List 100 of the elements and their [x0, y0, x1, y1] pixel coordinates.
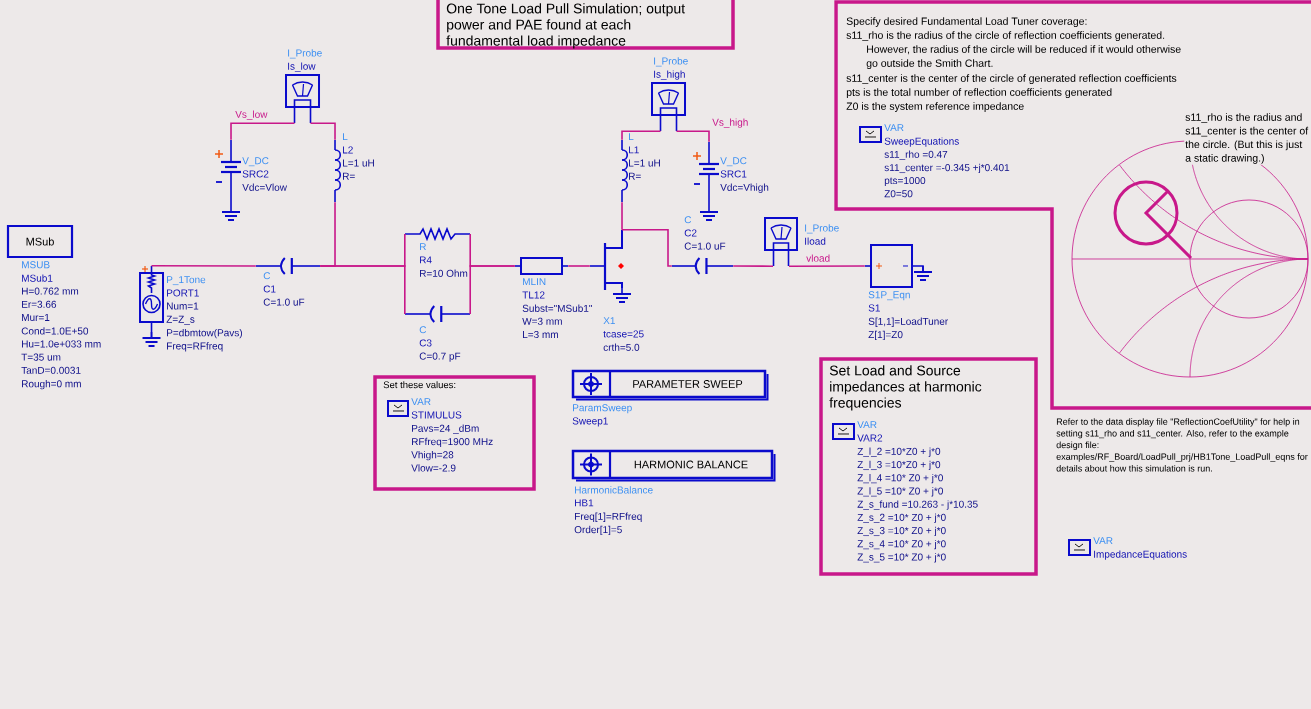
parameter-label: L=1 uH [629, 159, 660, 167]
instance-name-label: C2 [684, 229, 697, 237]
inductor-symbol [334, 139, 342, 203]
wire [150, 265, 257, 267]
parameter-label: Z_s_3 =10* Z0 + j*0 [857, 526, 946, 537]
parameter-label: W=3 mm [522, 317, 562, 325]
capacitor-symbol [404, 305, 471, 323]
component-type-label: I_Probe [805, 224, 839, 234]
equation-icon [1068, 539, 1091, 556]
instance-name-label: tcase=25 [603, 330, 644, 338]
instance-name-label: ImpedanceEquations [1094, 550, 1187, 560]
parameter-label: Freq[1]=RFfreq [575, 512, 642, 522]
parameter-label: Vlow=-2.9 [411, 464, 456, 472]
parameter-label: Z_l_4 =10* Z0 + j*0 [857, 474, 943, 484]
parameter-label: Order[1]=5 [574, 525, 622, 536]
note-text: Refer to the data display file "ReflectionCoefUtility" for help in setting s11_rho and s11_center. Also, refer to the example design file: examples/RF_Board/LoadPull_prj/HB1Tone_LoadPull_eqns for details about how this simulation is run. [1056, 418, 1308, 472]
wire [621, 201, 623, 231]
component-type-label: L [343, 133, 348, 141]
parameter-label: Z_s_5 =10* Z0 + j*0 [857, 553, 946, 563]
parameter-label: s11_center =-0.345 +j*0.401 [884, 163, 1010, 174]
parameter-label: Vdc=Vhigh [720, 183, 769, 193]
component-type-label: C [263, 272, 271, 280]
instance-name-label: SRC2 [242, 170, 269, 178]
parameter-label: T=35 um [21, 353, 61, 361]
component-type-label: P_1Tone [167, 276, 206, 286]
substrate-box: MSub [6, 224, 74, 259]
component-type-label: MLIN [523, 278, 546, 286]
wire [567, 265, 591, 267]
equation-icon [859, 126, 882, 143]
component-type-label: MSUB [22, 261, 50, 269]
wire [675, 130, 710, 143]
equation-icon [387, 400, 409, 417]
wire [469, 265, 516, 315]
parameter-label: Er=3.66 [22, 300, 57, 308]
instance-name-label: R4 [420, 256, 432, 264]
parameter-label: R= [629, 172, 641, 180]
wire [788, 265, 866, 267]
parameter-label: Z_l_5 =10* Z0 + j*0 [857, 487, 943, 497]
parameter-label: Z_l_2 =10*Z0 + j*0 [857, 447, 941, 457]
net-label: Vs_low [234, 109, 269, 121]
dc-source-symbol [214, 139, 241, 221]
capacitor-symbol [671, 257, 734, 275]
instance-name-label: MSub1 [22, 274, 53, 282]
instance-name-label: L1 [629, 146, 639, 154]
parameter-label: R=10 Ohm [420, 269, 468, 277]
parameter-label: Cond=1.0E+50 [21, 327, 89, 335]
inductor-symbol [621, 139, 629, 203]
parameter-label: Mur=1 [22, 314, 50, 321]
component-type-label: L [629, 133, 634, 141]
parameter-label: C=1.0 uF [263, 298, 305, 306]
wire [309, 122, 336, 141]
instance-name-label: TL12 [522, 291, 545, 299]
parameter-label: L=3 mm [523, 331, 558, 339]
parameter-label: C=1.0 uF [684, 242, 726, 250]
component-type-label: I_Probe [288, 49, 322, 59]
wire [732, 265, 774, 267]
wire [319, 265, 406, 315]
component-type-label: S1P_Eqn [868, 291, 910, 301]
current-probe-symbol [285, 74, 320, 124]
component-type-label: X1 [603, 317, 615, 325]
parameter-label: R= [343, 172, 355, 180]
instance-name-label: L2 [343, 146, 353, 154]
parameter-label: C=0.7 pF [419, 352, 461, 362]
instance-name-label: Iload [805, 237, 826, 245]
parameter-label: Z0=50 [884, 190, 913, 198]
component-type-label: V_DC [242, 157, 269, 167]
instance-name-label: SRC1 [720, 170, 747, 178]
parameter-label: Num=1 [167, 302, 199, 310]
smith-chart-drawing: s11_rho is the radius and s11_center is the center of the circle. (But this is just a static drawing.) [1071, 112, 1311, 378]
one-port-symbol [864, 244, 933, 288]
parameter-label: RFfreq=1900 MHz [412, 437, 493, 448]
note-box: One Tone Load Pull Simulation; output power and PAE found at each fundamental load impedance [436, 0, 735, 50]
parameter-label: pts=1000 [884, 177, 926, 187]
resistor-symbol [404, 226, 471, 242]
parameter-label: Rough=0 mm [22, 380, 81, 390]
component-type-label: VAR [1093, 537, 1113, 545]
current-probe-symbol [764, 217, 798, 267]
instance-name-label: Is_high [654, 70, 685, 80]
instance-name-label: VAR2 [857, 434, 883, 442]
controller-box: PARAMETER SWEEP [571, 369, 769, 401]
component-type-label: C [419, 326, 427, 334]
dc-source-symbol [692, 141, 719, 221]
wire [621, 229, 673, 267]
parameter-label: Z[1]=Z0 [868, 330, 903, 341]
controller-box: HARMONIC BALANCE [571, 449, 776, 482]
current-probe-symbol [651, 82, 686, 132]
parameter-label: Vhigh=28 [411, 451, 454, 461]
wire [621, 130, 662, 141]
equation-icon [832, 423, 855, 440]
parameter-label: L=1 uH [343, 159, 374, 167]
parameter-label: S[1,1]=LoadTuner [868, 317, 948, 327]
net-label: Vs_high [711, 117, 750, 129]
parameter-label: s11_rho =0.47 [884, 150, 948, 160]
parameter-label: TanD=0.0031 [21, 366, 81, 374]
instance-name-label: HB1 [575, 499, 594, 507]
component-type-label: I_Probe [654, 57, 688, 67]
wire [230, 122, 296, 141]
component-type-label: VAR [411, 398, 431, 406]
parameter-label: Vdc=Vlow [242, 183, 287, 191]
parameter-label: Pavs=24 _dBm [412, 424, 479, 434]
